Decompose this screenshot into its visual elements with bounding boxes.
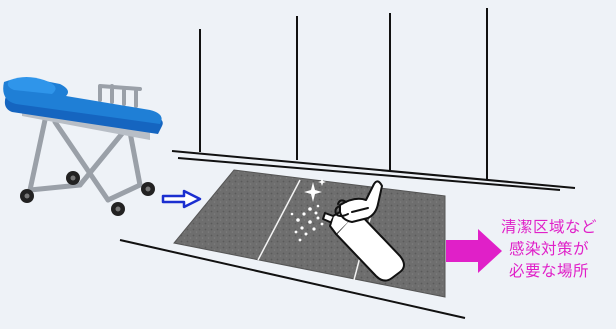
floor-mat	[174, 170, 445, 297]
caption-line: 必要な場所	[485, 260, 613, 282]
caption-line: 感染対策が	[485, 238, 613, 260]
stretcher-illustration	[3, 77, 163, 216]
blue-arrow-icon	[163, 191, 200, 207]
caption-line: 清潔区域など	[485, 216, 613, 238]
caption-text: 清潔区域など 感染対策が 必要な場所	[485, 216, 613, 282]
